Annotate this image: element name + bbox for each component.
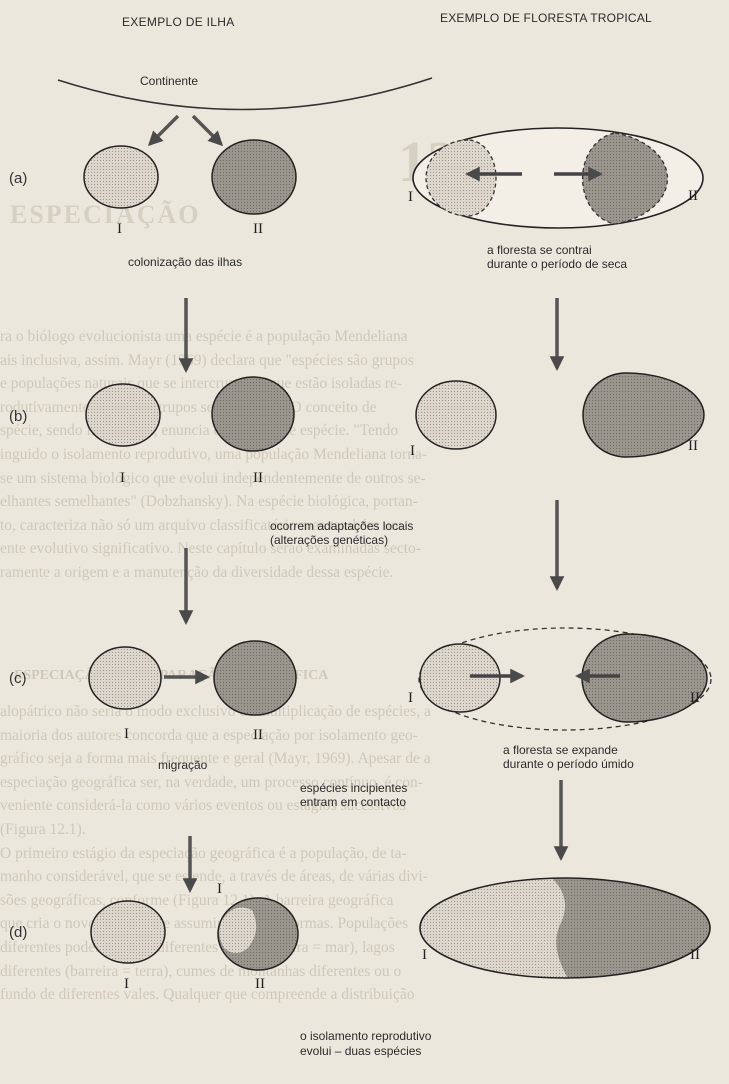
island-II-b	[211, 376, 295, 452]
colonization-arrow-left	[147, 114, 180, 147]
background-text-line: (Figura 12.1).	[0, 821, 86, 838]
background-text-line: especiação geográfica ser, na verdade, u…	[0, 773, 423, 791]
forest-contracts-label-1: a floresta se contrai	[487, 243, 592, 257]
incipient-species-label-1: espécies incipientes	[300, 781, 408, 795]
background-text-line: maioria dos autores concorda que a espec…	[0, 726, 418, 744]
continent-coastline	[57, 77, 433, 111]
background-text-line: gráfico seja a forma mais frequente e ge…	[0, 750, 431, 768]
island-II-d-migrant-patch	[219, 907, 257, 953]
forest-d-fill	[420, 878, 710, 978]
island-I-a	[83, 145, 159, 209]
background-text-line: veniente considerá-la como vários evento…	[0, 797, 406, 815]
island-I-b	[85, 383, 161, 447]
background-text-line: ramente a origem e a manutenção da diver…	[0, 564, 394, 581]
row-label-a: (a)	[9, 170, 28, 187]
label-I-left-c: I	[124, 726, 129, 742]
island-I-c	[88, 646, 162, 710]
background-text-line: se um sistema biológico que evolui indep…	[0, 469, 426, 487]
label-II-right-a: II	[688, 188, 698, 204]
reproductive-isolation-label-1: o isolamento reprodutivo	[300, 1029, 432, 1043]
label-I-right-c: I	[408, 690, 413, 706]
background-text-line: to, caracteriza não só um arquivo classi…	[0, 516, 403, 534]
label-I-left-b: I	[120, 470, 125, 486]
forest-expands-label-1: a floresta se expande	[503, 743, 618, 757]
island-I-d	[90, 900, 166, 964]
incipient-species-label-2: entram em contacto	[300, 795, 407, 809]
forest-range-c	[418, 627, 712, 731]
background-text-line: elhantes semelhantes" (Dobzhansky). Na e…	[0, 493, 418, 511]
label-I-right-b: I	[410, 443, 415, 459]
refuge-I-b	[415, 380, 497, 450]
colonization-arrow-right	[191, 114, 224, 147]
label-II-left-c: II	[253, 727, 263, 743]
migration-label: migração	[158, 758, 208, 772]
background-text-line: ente evolutivo significativo. Neste capí…	[0, 540, 421, 558]
background-text-line: e populações naturais que se intercruzam…	[0, 375, 402, 393]
background-text-line: ra o biólogo evolucionista uma espécie é…	[0, 328, 408, 345]
header-island-example: EXEMPLO DE ILHA	[122, 15, 235, 29]
label-II-left-d: II	[255, 976, 265, 992]
colonization-label: colonização das ilhas	[128, 255, 243, 269]
local-adaptation-label-1: ocorrem adaptações locais	[270, 519, 414, 533]
island-II-a	[211, 139, 297, 215]
label-II-right-c: II	[690, 690, 700, 706]
forest-expands-label-2: durante o período úmido	[503, 757, 634, 771]
label-II-left-b: II	[253, 470, 263, 486]
refuge-I-c	[419, 643, 501, 713]
reproductive-isolation-label-2: evolui – duas espécies	[300, 1044, 422, 1058]
label-II-left-a: II	[253, 221, 263, 237]
label-II-right-d: II	[690, 947, 700, 963]
refuge-II-a	[581, 132, 669, 225]
continent-label: Continente	[140, 74, 199, 88]
background-text-line: O primeiro estágio da especiação geográf…	[0, 844, 407, 862]
forest-contracts-label-2: durante o período de seca	[487, 257, 628, 271]
label-I-right-d: I	[422, 947, 427, 963]
refuge-II-b	[582, 372, 705, 458]
background-text-line: alopátrico não seria o modo exclusivo de…	[0, 703, 431, 720]
refuge-II-c	[581, 633, 708, 723]
background-text-line: diferentes (barreira = terra), cumes de …	[0, 962, 402, 980]
background-text-line: inguido o isolamento reprodutivo, uma po…	[0, 446, 427, 463]
local-adaptation-label-2: (alterações genéticas)	[270, 533, 389, 547]
background-text-line: sões geográficas, conforme (Figura 12.1)…	[0, 891, 394, 909]
label-II-right-b: II	[688, 438, 698, 454]
row-label-d: (d)	[9, 924, 28, 941]
island-II-c	[213, 640, 297, 716]
label-I-right-a: I	[408, 189, 413, 205]
background-text-line: fundo de diferentes vales. Qualquer que …	[0, 986, 415, 1004]
background-text-line: manho considerável, que se estende, a tr…	[0, 868, 428, 886]
header-forest-example: EXEMPLO DE FLORESTA TROPICAL	[440, 11, 652, 25]
label-I-left-a: I	[117, 221, 122, 237]
background-text-line: ais inclusiva, assim. Mayr (1969) declar…	[0, 351, 414, 369]
label-I-left-d-top: I	[217, 881, 222, 897]
row-label-c: (c)	[9, 670, 27, 687]
forest-range-d	[419, 877, 711, 979]
label-I-left-d: I	[124, 976, 129, 992]
refuge-I-a	[425, 139, 497, 217]
row-label-b: (b)	[9, 408, 28, 425]
